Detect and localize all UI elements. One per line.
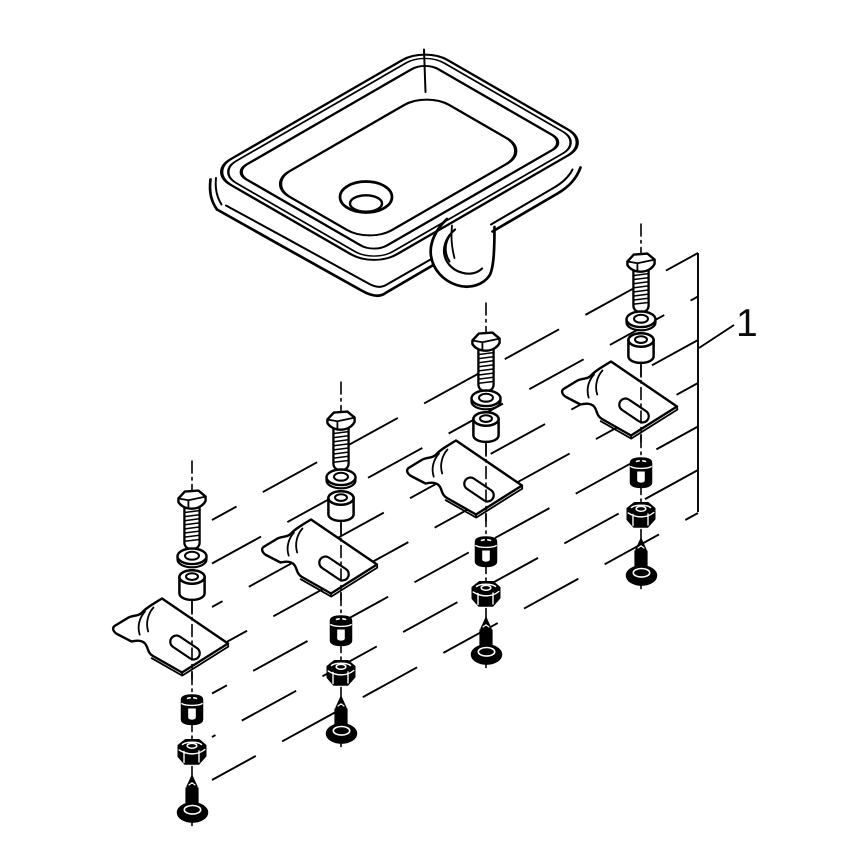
basin-floor <box>278 98 518 237</box>
basin-rim-edge <box>227 57 572 257</box>
drain-hole-inner <box>348 194 384 213</box>
plane-line <box>211 295 699 565</box>
basin-rim-outer <box>220 53 579 261</box>
callout-label: 1 <box>736 302 758 345</box>
phantom-plane-lines <box>211 252 699 781</box>
fixing-assembly-3 <box>405 301 524 670</box>
body-underside-line-left <box>225 204 432 288</box>
body-silhouette-right <box>491 166 582 233</box>
body-left-edge <box>208 178 219 211</box>
plane-line <box>211 469 699 738</box>
plane-line <box>211 512 699 781</box>
basin-opening <box>239 64 560 250</box>
plane-line <box>211 425 699 695</box>
basin-rim <box>220 53 579 261</box>
plane-line <box>211 252 699 521</box>
fixing-assembly-2 <box>260 380 379 749</box>
body-silhouette-left <box>215 208 434 298</box>
rim-seam <box>423 48 427 93</box>
overflow-housing <box>429 217 496 289</box>
body-left-edge-inner <box>214 177 223 206</box>
body-underside-line-right <box>490 168 574 226</box>
washbasin-illustration <box>208 48 582 298</box>
callout-leader-line <box>698 324 735 349</box>
fixing-assembly-1 <box>111 459 230 828</box>
